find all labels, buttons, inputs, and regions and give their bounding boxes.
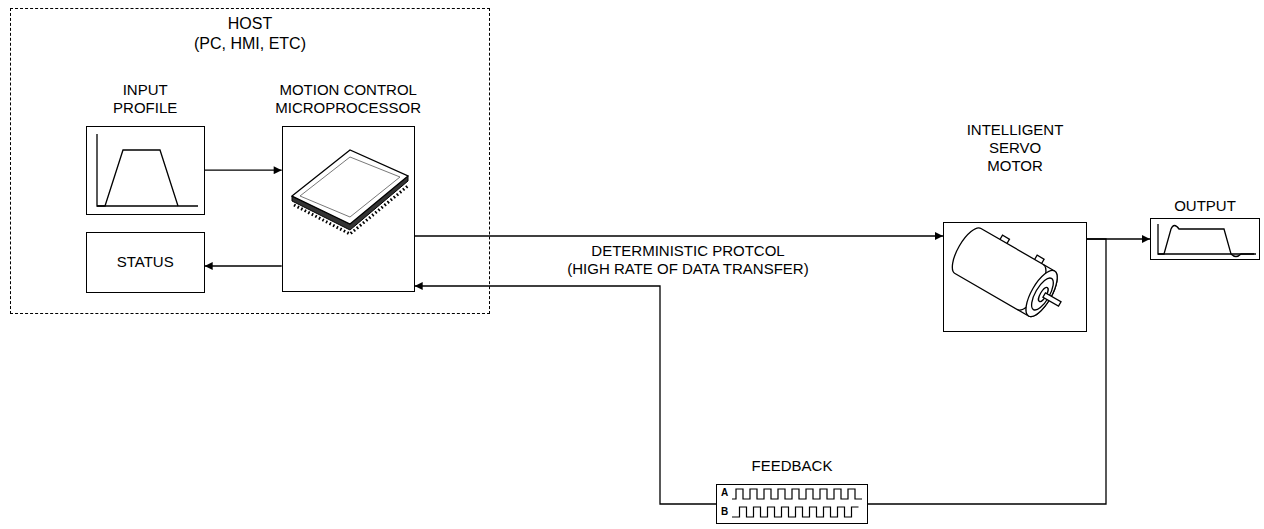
label-text: HOST	[228, 15, 272, 32]
signal-connector	[205, 170, 282, 171]
chip-top-inset	[300, 157, 400, 217]
node-label: FEEDBACK	[716, 457, 868, 475]
host-region: HOST (PC, HMI, ETC) INPUT PROFILE MOTION CO…	[10, 8, 490, 314]
label-text: (PC, HMI, ETC)	[194, 35, 306, 52]
motor-shaft	[1043, 293, 1061, 306]
channel-a-wave	[732, 489, 862, 499]
node-label: INPUT PROFILE	[95, 81, 195, 117]
node-label: INTELLIGENT SERVO MOTOR	[961, 121, 1069, 175]
microprocessor-chip	[292, 150, 409, 234]
node-label: OUTPUT	[1150, 197, 1260, 215]
processor-box: MOTION CONTROL MICROPROCESSOR	[282, 126, 415, 292]
channel-letter: B	[721, 507, 728, 517]
signal-connector	[415, 286, 716, 504]
label-text: OUTPUT	[1174, 197, 1236, 214]
motor-box: INTELLIGENT SERVO MOTOR	[943, 222, 1087, 332]
node-label: STATUS	[87, 233, 204, 292]
feedback-box: FEEDBACKAB	[716, 484, 868, 524]
signal-connector	[205, 265, 282, 266]
channel-letter: A	[721, 488, 728, 498]
node-label: MOTION CONTROL MICROPROCESSOR	[268, 81, 428, 117]
label-text: MOTION CONTROL MICROPROCESSOR	[275, 81, 421, 116]
label-text: A	[721, 487, 728, 498]
protocol-note: DETERMINISTIC PROTCOL	[589, 242, 786, 260]
input-profile-graph	[97, 134, 198, 206]
motor-body	[946, 223, 1063, 321]
node-label: (PC, HMI, ETC)	[11, 34, 489, 54]
signal-connector	[868, 239, 1106, 504]
label-text: STATUS	[117, 253, 174, 271]
node-label: HOST	[11, 14, 489, 34]
chip-top	[292, 150, 408, 224]
label-text: FEEDBACK	[752, 457, 833, 474]
signal-connector	[415, 235, 943, 236]
label-text: INPUT PROFILE	[113, 81, 177, 116]
label-text: B	[721, 506, 728, 517]
channel-b-wave	[732, 507, 859, 517]
quadrature-waveform	[732, 489, 862, 517]
output-graph	[1158, 224, 1256, 257]
status-box: STATUS	[86, 232, 205, 293]
servo-motor-drawing	[946, 219, 1075, 326]
profile-box: INPUT PROFILE	[86, 126, 205, 215]
output-response	[1158, 226, 1254, 257]
label-text: INTELLIGENT SERVO MOTOR	[967, 121, 1064, 174]
motor-face-ring	[1027, 275, 1057, 313]
output-box: OUTPUT	[1150, 218, 1260, 260]
trapezoid-profile	[97, 150, 178, 206]
graph-axes	[97, 134, 198, 206]
protocol-note: (HIGH RATE OF DATA TRANSFER)	[565, 260, 810, 278]
motor-face	[1020, 266, 1063, 321]
